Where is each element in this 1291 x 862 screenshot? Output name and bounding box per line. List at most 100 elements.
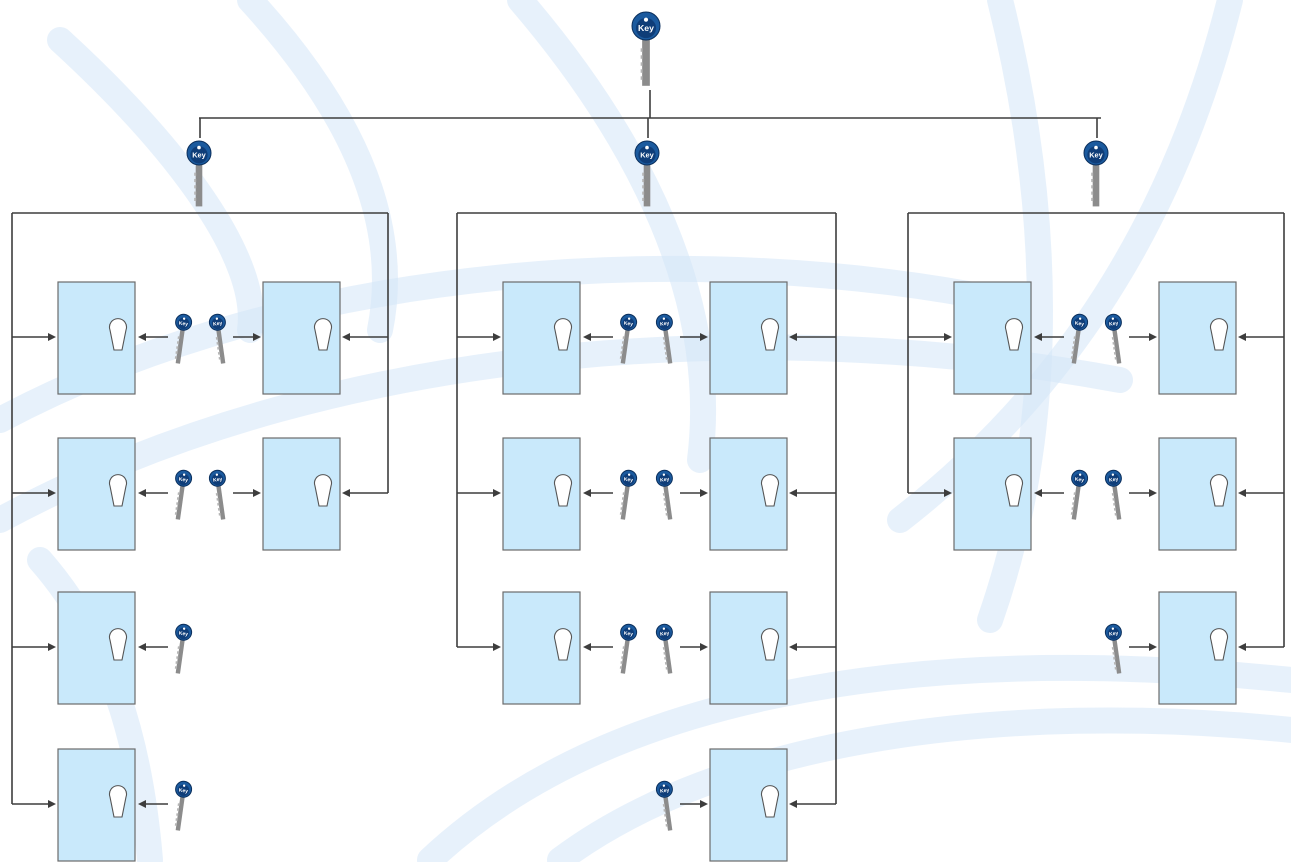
arrow-head (1149, 643, 1157, 651)
key-label: Key (660, 788, 670, 795)
door (709, 437, 788, 551)
door (502, 281, 581, 395)
key-tooth (177, 492, 180, 495)
arrow-head (48, 643, 56, 651)
arrow-head (493, 643, 501, 651)
arrow-head (789, 643, 797, 651)
key-label: Key (623, 631, 633, 638)
key-tooth (664, 813, 667, 817)
door (502, 437, 581, 551)
arrow-head (253, 489, 261, 497)
key-tooth (665, 666, 668, 670)
key-tooth (194, 197, 197, 201)
arrow-head (944, 489, 952, 497)
key-tooth (619, 512, 623, 515)
master-key-icon: Key (186, 140, 212, 207)
key-tooth (175, 507, 178, 510)
key-label: Key (660, 477, 670, 484)
arrow-head (583, 643, 591, 651)
key-dot (662, 627, 666, 630)
key-tooth (1113, 351, 1117, 355)
door (709, 281, 788, 395)
keyhole-icon (313, 318, 333, 351)
key-label: Key (660, 321, 670, 328)
key-dot (627, 317, 631, 320)
key-tooth (174, 823, 178, 826)
arrow-head (1238, 489, 1246, 497)
keyhole-icon (760, 318, 780, 351)
key-blade (175, 327, 186, 364)
keyhole-icon (108, 474, 128, 507)
change-key-icon: Key (619, 623, 638, 674)
key-blade (215, 327, 226, 364)
key-tooth (1073, 336, 1076, 339)
key-blade (1111, 327, 1122, 364)
door (1158, 281, 1237, 395)
key-tooth (622, 492, 625, 495)
key-dot (182, 627, 186, 630)
key-tooth (663, 341, 666, 345)
key-tooth (640, 48, 643, 52)
key-tooth (217, 351, 221, 355)
master-key-icon: Key (634, 140, 660, 207)
door (709, 748, 788, 862)
watermark-swoosh (547, 707, 1291, 862)
key-tooth (194, 172, 197, 176)
keyhole-icon (553, 318, 573, 351)
key-bow-inner (658, 784, 671, 797)
arrow-head (1149, 489, 1157, 497)
key-tooth (1112, 651, 1115, 655)
key-tooth (176, 497, 180, 500)
key-tooth (174, 666, 178, 669)
key-tooth (218, 512, 221, 516)
grand-master-key-icon: Key (631, 11, 661, 86)
arrow-head (342, 489, 350, 497)
key-bow-inner (658, 317, 671, 330)
key-tooth (1070, 512, 1074, 515)
key-tooth (1071, 351, 1074, 354)
key-tooth (642, 185, 645, 189)
key-tooth (176, 656, 179, 659)
key-tooth (665, 356, 668, 360)
key-bow-inner (622, 317, 635, 330)
key-blade (1071, 483, 1082, 520)
arrow-head (789, 489, 797, 497)
key-tooth (621, 502, 624, 505)
key-blade (620, 483, 631, 520)
keyhole-icon (760, 628, 780, 661)
key-label: Key (192, 150, 206, 159)
key-tooth (664, 507, 668, 511)
key-blade (620, 637, 631, 674)
keyhole-icon (313, 474, 333, 507)
change-key-icon: Key (174, 313, 193, 364)
watermark-swoosh (47, 27, 264, 343)
key-label: Key (640, 150, 654, 159)
key-tooth (662, 646, 666, 650)
key-tooth (175, 818, 178, 821)
key-tooth (176, 502, 179, 505)
key-tooth (619, 356, 623, 359)
key-bow-inner (1073, 317, 1086, 330)
key-tooth (1112, 341, 1115, 345)
key-tooth (217, 507, 221, 511)
arrow-head (1238, 643, 1246, 651)
key-tooth (216, 341, 219, 345)
key-tooth (664, 346, 667, 350)
key-dot (1078, 317, 1082, 320)
key-tooth (620, 661, 623, 664)
key-tooth (1070, 356, 1074, 359)
arrow-head (48, 489, 56, 497)
key-bow-inner (622, 473, 635, 486)
key-dot (627, 627, 631, 630)
key-tooth (622, 646, 625, 649)
arrow-head (493, 489, 501, 497)
key-dot (215, 317, 219, 320)
key-label: Key (638, 23, 654, 33)
keyhole-icon (760, 474, 780, 507)
key-label: Key (1089, 150, 1103, 159)
arrow-head (138, 333, 146, 341)
key-tooth (640, 62, 643, 66)
key-tooth (1113, 502, 1116, 506)
keyhole-icon (1209, 474, 1229, 507)
